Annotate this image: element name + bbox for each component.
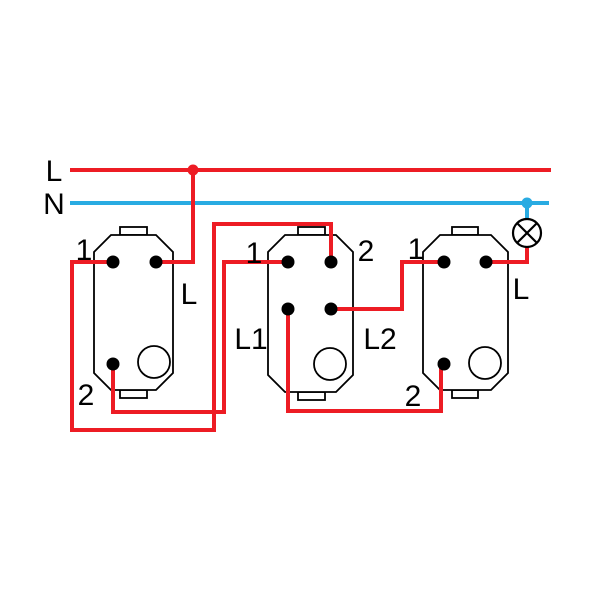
left-switch-label-2: 2 xyxy=(78,379,95,412)
screw-hole xyxy=(468,346,502,380)
left-switch-terminal-1 xyxy=(106,255,120,269)
left-switch-terminal-common xyxy=(149,255,163,269)
neutral-label: N xyxy=(43,188,65,221)
wire-live-to-left-common xyxy=(156,168,195,264)
right-switch-label-1: 1 xyxy=(408,233,425,266)
screw-hole xyxy=(313,347,347,381)
lamp xyxy=(511,217,543,249)
live-junction-dot xyxy=(187,164,199,176)
right-switch-terminal-2 xyxy=(437,357,451,371)
neutral-junction-dot xyxy=(521,197,533,209)
left-switch-label-common: L xyxy=(181,278,198,311)
middle-switch-label-2: 2 xyxy=(358,235,375,268)
wire-left1-to-middle2 xyxy=(70,222,333,432)
live-wires xyxy=(70,168,529,432)
live-label: L xyxy=(46,155,63,188)
middle-switch-terminal-L1 xyxy=(281,302,295,316)
switch-right xyxy=(422,226,509,399)
middle-switch-label-1: 1 xyxy=(246,237,263,270)
mount-tab-bottom xyxy=(451,389,479,399)
labels: L N 1 L 2 1 2 L1 L2 1 L 2 xyxy=(43,155,529,413)
middle-switch-terminal-L2 xyxy=(324,302,338,316)
left-switch-terminal-2 xyxy=(106,357,120,371)
mount-tab-top xyxy=(297,226,326,236)
right-switch-label-common: L xyxy=(513,273,530,306)
mount-tab-bottom xyxy=(119,389,148,399)
left-switch-label-1: 1 xyxy=(76,234,93,267)
switch-left xyxy=(93,226,174,399)
right-switch-label-2: 2 xyxy=(405,380,422,413)
mount-tab-top xyxy=(119,226,148,236)
right-switch-terminal-1 xyxy=(437,255,451,269)
wire-middleL1-to-right2 xyxy=(286,309,443,413)
wire-right-common-to-lamp xyxy=(486,247,529,264)
supply-lines xyxy=(70,168,551,205)
middle-switch-terminal-1 xyxy=(281,255,295,269)
screw-hole xyxy=(137,345,171,379)
wire-left2-to-middle1 xyxy=(111,260,288,414)
middle-switch-label-L2: L2 xyxy=(363,323,396,356)
right-switch-terminal-common xyxy=(479,255,493,269)
terminals xyxy=(106,255,493,371)
middle-switch-label-L1: L1 xyxy=(234,323,267,356)
lamp-cross-line-2 xyxy=(516,222,538,244)
wire-middleL2-to-right1 xyxy=(331,260,444,311)
middle-switch-terminal-2 xyxy=(324,255,338,269)
mount-tab-bottom xyxy=(297,391,326,401)
switch-middle xyxy=(267,226,354,401)
mount-tab-top xyxy=(451,226,479,236)
